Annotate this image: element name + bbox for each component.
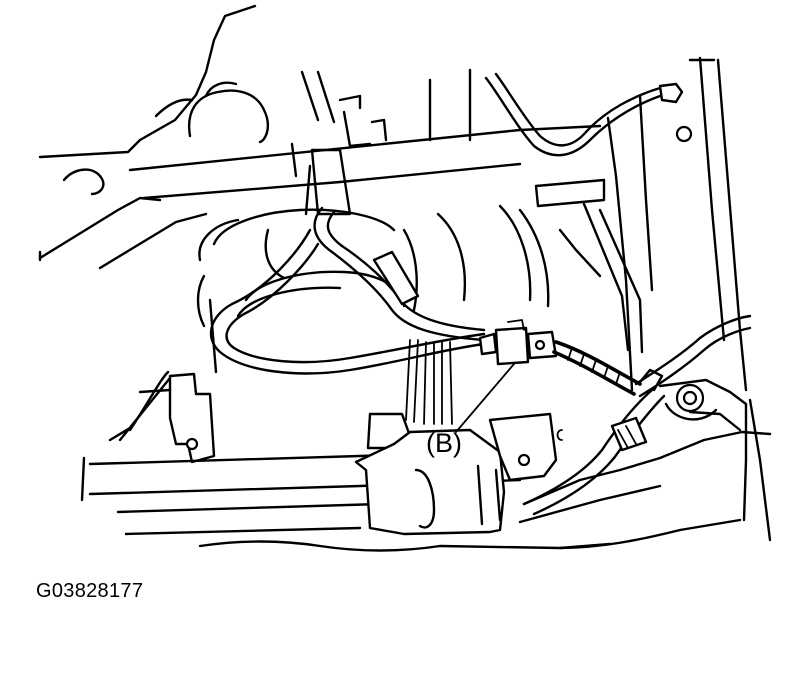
cross-member <box>128 94 606 216</box>
center-bracket <box>354 412 563 536</box>
connector-b <box>478 319 558 366</box>
right-lower-bracket <box>658 378 748 522</box>
braided-cable <box>552 314 752 398</box>
upper-cable <box>484 72 684 157</box>
callout-leader <box>455 363 515 433</box>
callout-label-b: (B) <box>426 428 462 458</box>
frame-rails <box>38 250 612 552</box>
lower-right-cable <box>522 388 666 516</box>
left-bracket <box>138 298 218 464</box>
lower-right-panel <box>518 398 772 550</box>
upper-body-outline <box>38 4 472 270</box>
wire-harness <box>313 206 486 342</box>
vertical-strands <box>405 339 453 425</box>
right-body-panel <box>558 56 748 392</box>
main-hose <box>196 228 486 375</box>
figure-code: G03828177 <box>36 580 144 602</box>
